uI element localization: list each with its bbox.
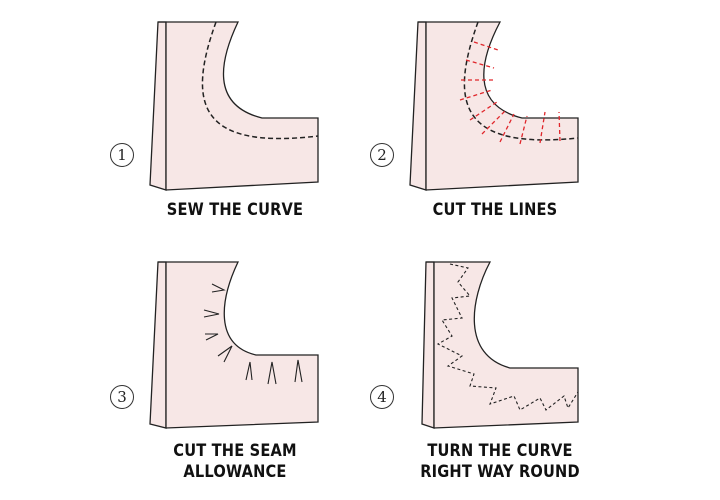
fabric-piece	[158, 21, 319, 191]
fabric-piece	[158, 261, 319, 429]
step-4-illustration	[421, 261, 579, 429]
turned-seam-allowance-outline	[436, 263, 579, 411]
step-1-caption: SEW THE CURVE	[166, 200, 304, 220]
step-4-caption-line-1: TURN THE CURVE	[427, 441, 573, 461]
step-1-number: 1	[110, 143, 134, 167]
fabric-piece	[418, 21, 579, 191]
step-1-illustration	[149, 21, 319, 191]
stitch-line	[201, 21, 319, 140]
step-3-number: 3	[110, 385, 134, 409]
step-2-illustration	[409, 21, 579, 191]
fabric-fold-back	[149, 21, 167, 191]
clip-lines	[459, 41, 561, 145]
step-2-number: 2	[370, 143, 394, 167]
step-3-caption-line-2: ALLOWANCE	[183, 462, 287, 482]
step-3-caption: CUT THE SEAM ALLOWANCE	[145, 441, 326, 483]
step-4-number: 4	[370, 385, 394, 409]
fabric-fold-back	[149, 261, 167, 429]
step-3-illustration	[149, 261, 319, 429]
stitch-line	[463, 21, 579, 141]
step-4-caption-line-2: RIGHT WAY ROUND	[420, 462, 580, 482]
fabric-fold-back	[421, 261, 435, 429]
step-4-caption: TURN THE CURVE RIGHT WAY ROUND	[405, 441, 594, 483]
fabric-fold-back	[409, 21, 427, 191]
step-2-caption: CUT THE LINES	[432, 200, 558, 220]
fabric-piece	[426, 261, 579, 429]
step-3-caption-line-1: CUT THE SEAM	[173, 441, 297, 461]
notch-cuts	[203, 283, 303, 385]
